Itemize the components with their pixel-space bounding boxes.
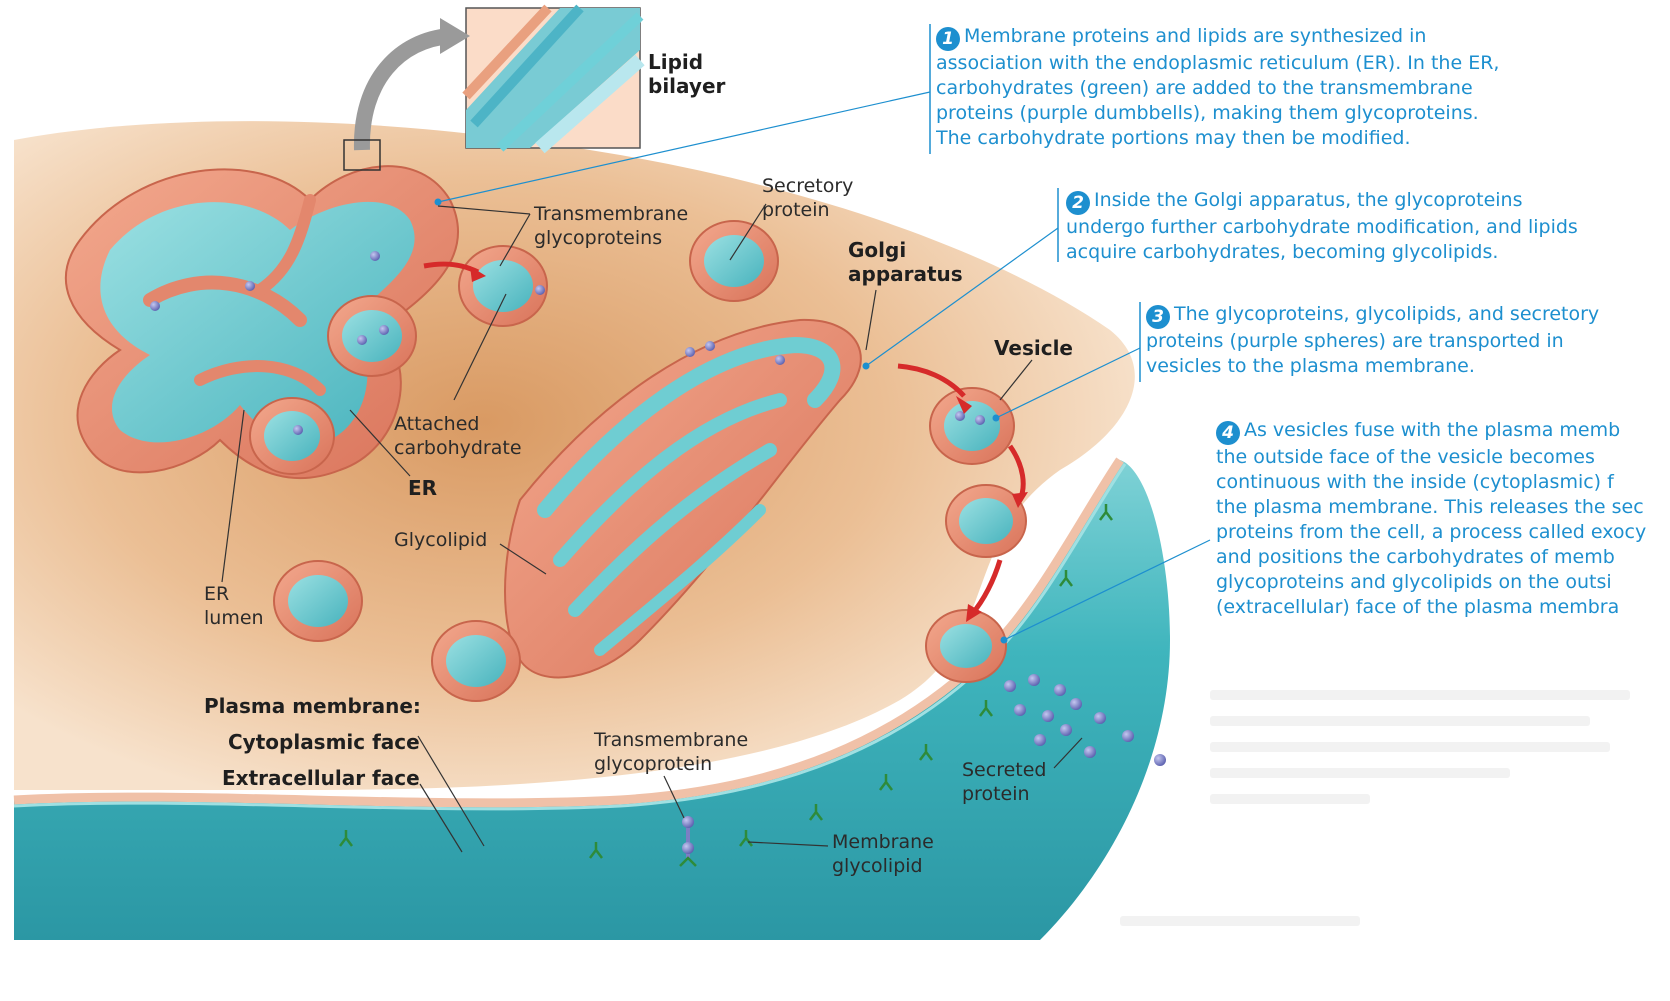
label-cytoplasmic-face: Cytoplasmic face [228,730,420,754]
label-plasma-membrane: Plasma membrane: [204,694,421,718]
label-vesicle: Vesicle [994,336,1073,360]
label-er: ER [408,476,437,500]
lipid-bilayer-inset [466,8,640,148]
label-extracellular-face: Extracellular face [222,766,420,790]
label-glycolipid: Glycolipid [394,528,487,552]
step-2-number: 2 [1066,191,1090,215]
step-4-number: 4 [1216,421,1240,445]
step-3-number: 3 [1146,305,1170,329]
step-1-number: 1 [936,27,960,51]
